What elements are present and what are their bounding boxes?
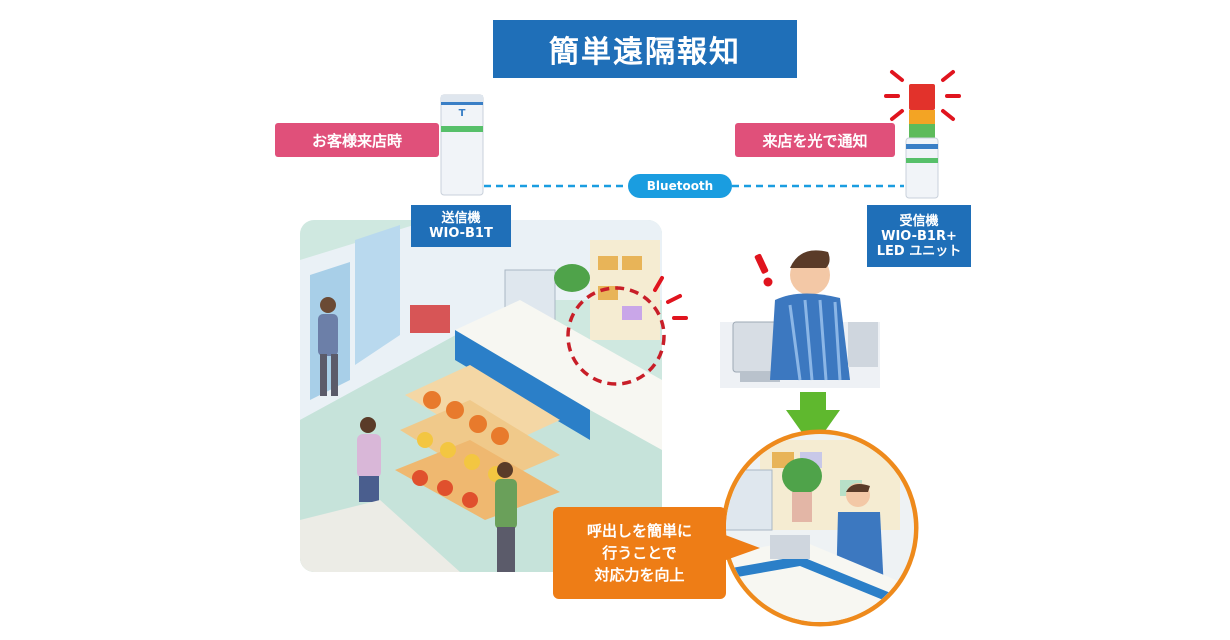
benefit-callout: 呼出しを簡単に 行うことで 対応力を向上 (553, 507, 726, 599)
staff-desk-scene (720, 250, 880, 388)
receiver-unit: LED ユニット (876, 243, 962, 259)
transmitter-label: 送信機 WIO-B1T (411, 205, 511, 247)
light-notification-label: 来店を光で通知 (735, 123, 895, 157)
callout-line-3: 対応力を向上 (594, 566, 685, 584)
callout-line-1: 呼出しを簡単に (586, 522, 692, 540)
transmitter-name: 送信機 (441, 211, 481, 226)
receiver-label: 受信機 WIO-B1R+ LED ユニット (867, 205, 971, 267)
device-logo: T (458, 108, 466, 119)
callout-line-2: 行うことで (602, 544, 677, 562)
down-arrow (786, 392, 840, 448)
receiver-model: WIO-B1R+ (881, 228, 957, 244)
bluetooth-badge: Bluetooth (628, 174, 732, 198)
alert-rays (884, 70, 961, 121)
store-alert-rays (653, 276, 688, 320)
transmitter-device (440, 94, 484, 196)
signal-tower (905, 84, 939, 199)
zoom-scene (726, 434, 914, 622)
highlight-circle (566, 286, 666, 386)
transmitter-model: WIO-B1T (429, 226, 493, 241)
receiver-name: 受信機 (899, 213, 939, 229)
page-title: 簡単遠隔報知 (493, 20, 797, 78)
customer-arrival-label: お客様来店時 (275, 123, 439, 157)
